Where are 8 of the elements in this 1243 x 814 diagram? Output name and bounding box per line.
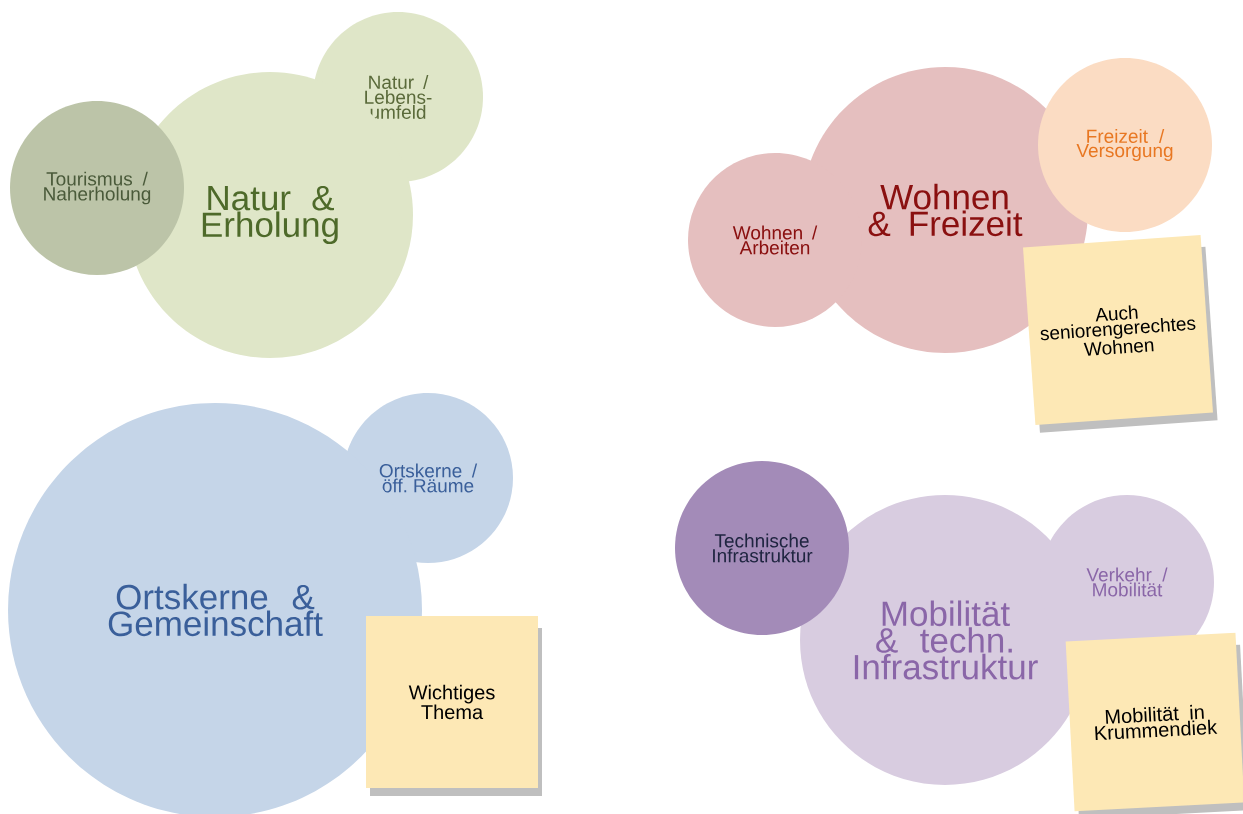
subtopic-bubble: Technische Infrastruktur [675,461,849,635]
sticky-note: Mobilität in Krummendiek [1065,632,1243,814]
subtopic-bubble: Wohnen / Arbeiten [688,153,862,327]
node-label: Wohnen & Freizeit [868,183,1023,237]
sticky-note: Wichtiges Thema [366,616,542,796]
sticky-note: Auch seniorengerechtes Wohnen [1023,235,1218,433]
subtopic-bubble: Freizeit / Versorgung [1038,58,1212,232]
subtopic-bubble: Tourismus / Naherholung [10,101,184,275]
